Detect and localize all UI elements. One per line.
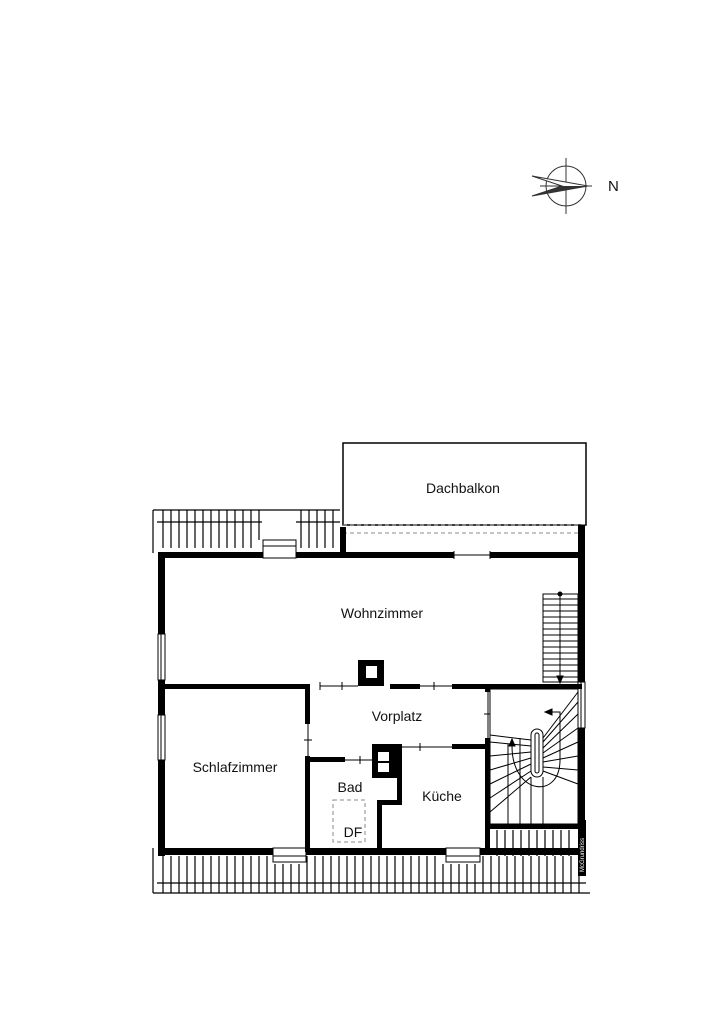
wall-left-a	[158, 552, 165, 634]
compass: N	[531, 158, 619, 214]
wall-wohn-vor-a	[390, 684, 420, 689]
chimney-wohnzimmer-flue	[366, 666, 377, 678]
wall-top-balcony-a	[344, 552, 454, 558]
dachbalkon-area	[342, 442, 587, 534]
balcony-door	[453, 551, 491, 559]
room-label-df: DF	[344, 824, 363, 840]
df-roof-window	[332, 799, 366, 843]
wall-top-mid	[296, 552, 344, 558]
wall-bad-top	[305, 757, 345, 762]
wall-schlaf-vor-b	[305, 756, 310, 852]
wall-wohn-vor-b	[452, 684, 582, 689]
compass-needle-fill	[532, 186, 588, 196]
wall-bad-kueche-step	[377, 800, 402, 805]
staircase-straight	[542, 591, 579, 685]
credit-text: McGrundriss	[580, 838, 586, 872]
wall-bottom-a	[158, 848, 273, 855]
wall-right-a	[578, 552, 585, 682]
wall-balcony-right	[578, 525, 585, 558]
outer-walls	[158, 525, 585, 856]
wall-top-balcony-b	[490, 552, 584, 558]
wall-stair-b	[485, 738, 490, 852]
wall-left-b	[158, 680, 165, 715]
windows	[157, 539, 586, 863]
wall-bottom-b	[306, 848, 446, 855]
interior-walls	[160, 684, 582, 852]
wall-schlaf-vor-a	[305, 684, 310, 724]
wall-right-b	[578, 728, 585, 856]
staircase-winding	[489, 688, 579, 825]
roof-hatching-top-left	[152, 509, 340, 553]
window-bottom-b	[445, 847, 481, 863]
roof-hatching-bottom	[152, 848, 590, 894]
doors	[304, 682, 492, 764]
wall-kueche-top	[452, 744, 490, 749]
roof-hatching	[152, 509, 590, 894]
wall-kueche-left	[397, 744, 402, 804]
window-bottom-a	[272, 847, 307, 863]
room-label-schlafzimmer: Schlafzimmer	[193, 759, 278, 775]
dachbalkon-outline	[342, 442, 587, 526]
room-label-wohnzimmer: Wohnzimmer	[341, 605, 424, 621]
wall-wohn-schlaf	[160, 684, 310, 689]
room-label-vorplatz: Vorplatz	[372, 708, 423, 724]
wall-balcony-left	[340, 527, 346, 558]
wall-bad-kueche	[377, 800, 382, 852]
wall-top-left	[160, 552, 263, 558]
wall-stair-bottom	[488, 824, 582, 829]
stair-straight-start-dot	[557, 591, 563, 597]
wall-left-c	[158, 760, 165, 856]
room-label-dachbalkon: Dachbalkon	[426, 480, 500, 496]
room-label-kueche: Küche	[422, 788, 462, 804]
chimneys	[358, 660, 397, 778]
stair-winding-eye-inner	[534, 732, 540, 774]
window-top	[262, 539, 297, 559]
wall-stair-a	[485, 684, 490, 692]
credit-strip	[578, 820, 586, 876]
stair-winding-arrow-left-icon	[543, 708, 553, 716]
stair-winding-arrow-up-icon	[508, 737, 516, 747]
stair-straight-arrow-icon	[556, 675, 564, 685]
stair-winding-walkline	[511, 711, 561, 788]
room-label-bad: Bad	[338, 779, 363, 795]
north-label: N	[608, 178, 619, 195]
roof-hatching-stair-right	[496, 830, 570, 856]
wall-bottom-c	[480, 848, 585, 855]
